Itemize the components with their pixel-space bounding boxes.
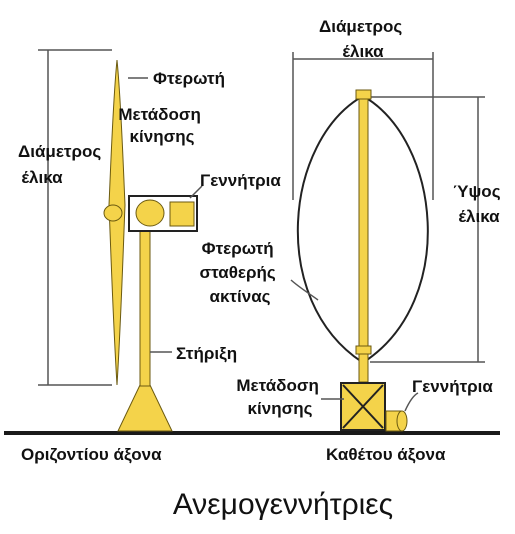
vawt-blade-right (362, 95, 429, 363)
hawt-blade (108, 59, 126, 386)
page-title: Ανεμογεννήτριες (173, 488, 393, 521)
ground-line (4, 431, 500, 435)
vawt-gearbox-brace-2 (342, 384, 384, 429)
vawt-bottom-bearing (355, 345, 372, 355)
hawt-diameter-label: Διάμετρος έλικα (18, 142, 106, 187)
horizontal-axis-turbine: Φτερωτή Μετάδοση κίνησης Γεννήτρια Διάμε… (18, 49, 281, 464)
vawt-caption: Καθέτου άξονα (326, 445, 446, 464)
vawt-blade-left (296, 95, 364, 363)
vawt-mast (358, 91, 369, 383)
hawt-generator-leader (189, 185, 203, 199)
hawt-rotor-label: Φτερωτή (153, 69, 225, 88)
hawt-gearbox (135, 199, 165, 227)
hawt-hub (103, 204, 123, 222)
hawt-support-label: Στήριξη (176, 344, 237, 363)
vawt-generator-label: Γεννήτρια (412, 377, 493, 396)
vawt-height-label: Ύψος έλικα (453, 182, 506, 226)
hawt-transmission-label: Μετάδοση κίνησης (118, 105, 205, 146)
vawt-top-cap (355, 89, 372, 100)
vertical-axis-turbine: Διάμετρος έλικα Ύψος έλικα Φτερωτή σταθε… (200, 17, 506, 464)
hawt-generator-label: Γεννήτρια (200, 171, 281, 190)
hawt-caption: Οριζοντίου άξονα (21, 445, 162, 464)
vawt-rotor-label: Φτερωτή σταθερής ακτίνας (200, 239, 281, 306)
vawt-diameter-label: Διάμετρος έλικα (319, 17, 407, 61)
vawt-generator-leader (404, 392, 419, 412)
hawt-generator (169, 201, 195, 227)
hawt-tower (139, 219, 151, 387)
vawt-generator-end (396, 410, 408, 432)
hawt-base (117, 384, 173, 432)
vawt-transmission-label: Μετάδοση κίνησης (236, 376, 323, 418)
vawt-rotor-leader (290, 279, 319, 301)
